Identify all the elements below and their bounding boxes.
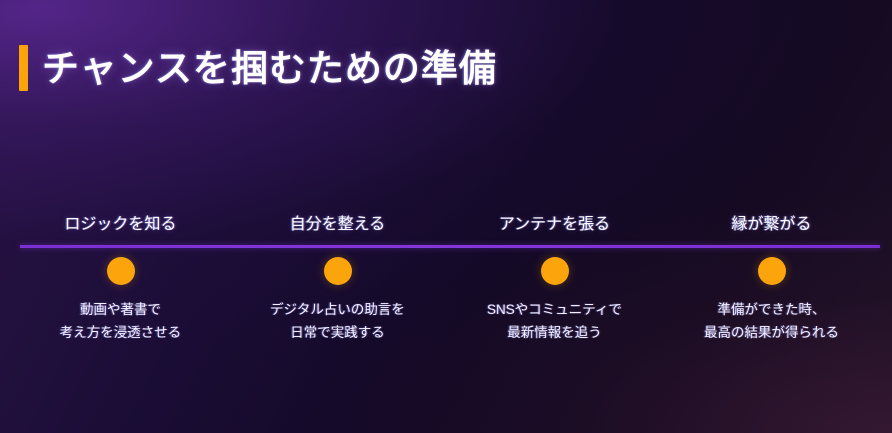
step-body-2: デジタル占いの助言を 日常で実践する: [270, 298, 405, 344]
step-body-line-4a: 準備ができた時、: [717, 302, 826, 317]
step-body-line-1a: 動画や著書で: [80, 302, 161, 317]
slide-title-row: チャンスを掴むための準備: [19, 20, 497, 116]
step-heading-1: ロジックを知る: [64, 216, 177, 233]
step-body-line-3b: 最新情報を追う: [507, 325, 602, 340]
step-dot-icon-1: [106, 257, 135, 285]
step-column-1: ロジックを知る 動画や著書で 考え方を浸透させる: [12, 214, 229, 344]
step-body-1: 動画や著書で 考え方を浸透させる: [60, 298, 182, 344]
timeline-divider-line: [20, 245, 880, 248]
step-body-line-2a: デジタル占いの助言を: [270, 302, 405, 317]
step-column-4: 縁が繋がる 準備ができた時、 最高の結果が得られる: [663, 214, 880, 344]
step-body-3: SNSやコミュニティで 最新情報を追う: [487, 298, 622, 344]
step-dot-icon-3: [540, 257, 569, 285]
step-column-2: 自分を整える デジタル占いの助言を 日常で実践する: [229, 214, 446, 344]
page-title: チャンスを掴むための準備: [42, 45, 497, 90]
step-dot-icon-4: [757, 257, 786, 285]
step-body-line-3a: SNSやコミュニティで: [487, 302, 622, 317]
step-dot-icon-2: [323, 257, 352, 285]
step-heading-2: 自分を整える: [289, 216, 386, 233]
step-body-line-4b: 最高の結果が得られる: [704, 325, 839, 340]
step-heading-4: 縁が繋がる: [731, 216, 812, 233]
steps-container: ロジックを知る 動画や著書で 考え方を浸透させる 自分を整える デジタル占いの助…: [12, 214, 880, 344]
title-accent-bar-icon: [19, 44, 28, 91]
step-column-3: アンテナを張る SNSやコミュニティで 最新情報を追う: [446, 214, 663, 344]
step-body-line-1b: 考え方を浸透させる: [59, 325, 182, 340]
step-heading-3: アンテナを張る: [498, 216, 611, 233]
step-body-4: 準備ができた時、 最高の結果が得られる: [704, 298, 839, 344]
step-body-line-2b: 日常で実践する: [290, 325, 385, 340]
